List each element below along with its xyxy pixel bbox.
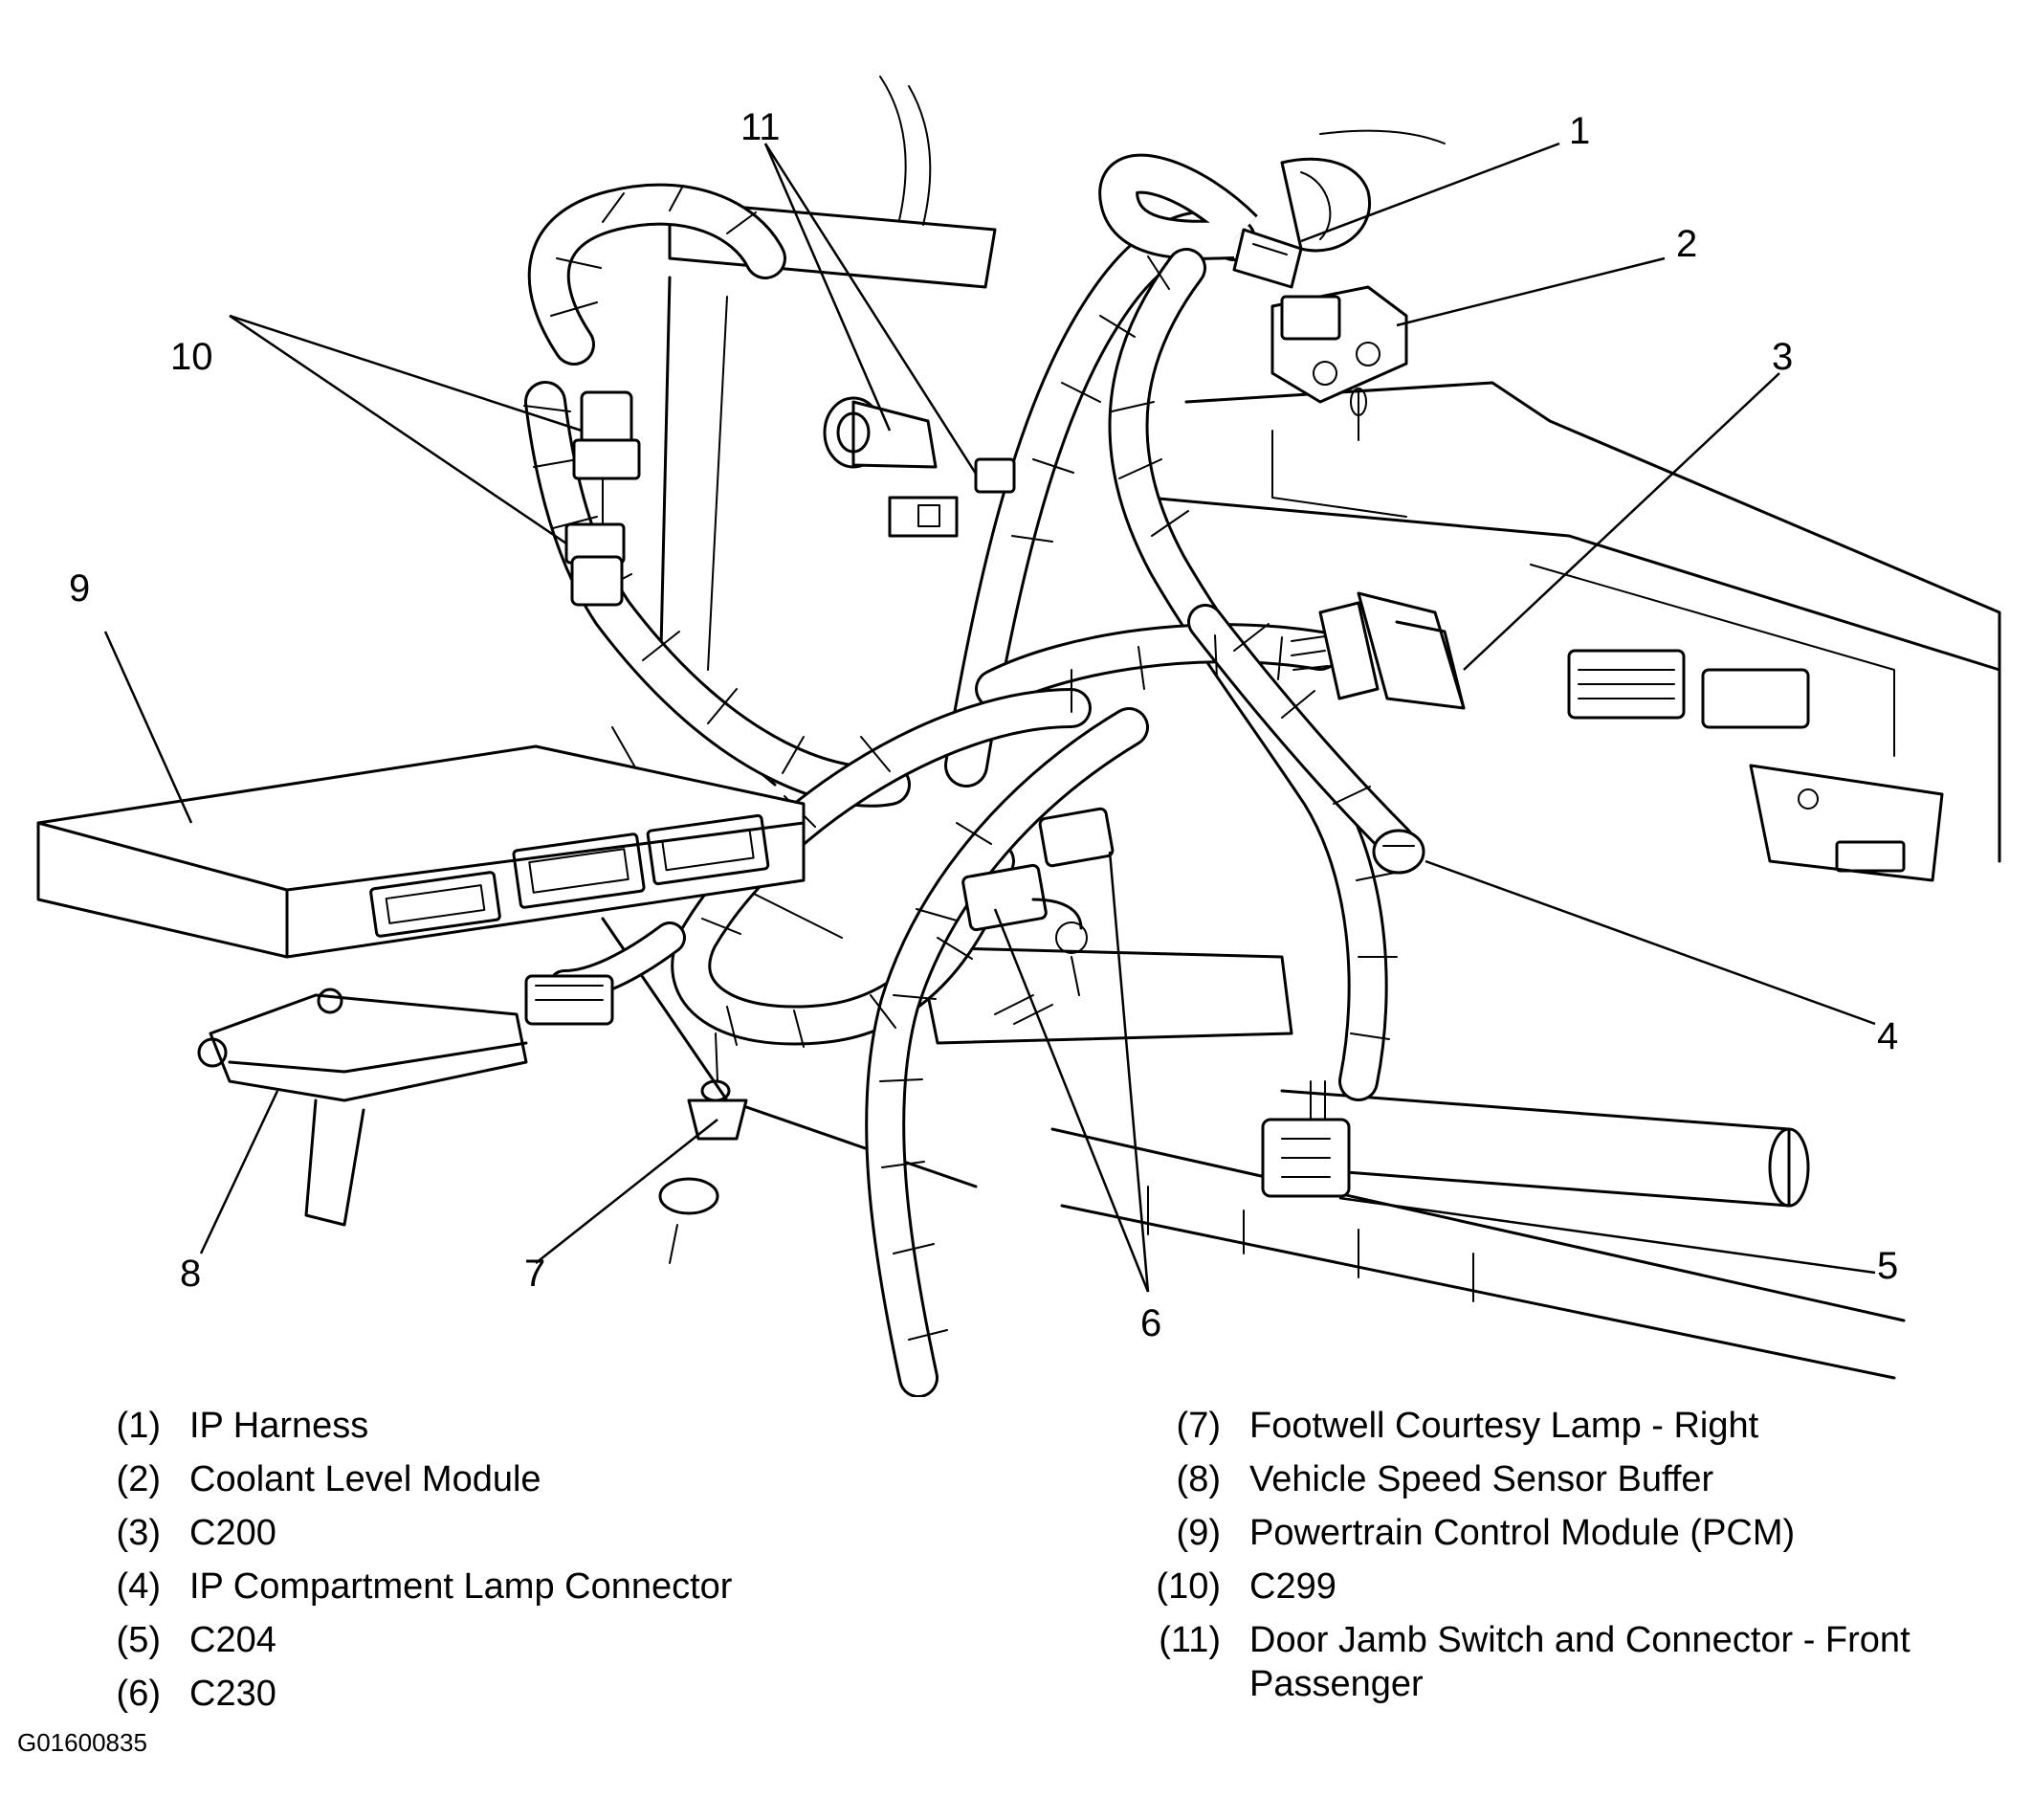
- callout-11: 11: [740, 106, 781, 148]
- legend-item: (11) Door Jamb Switch and Connector - Fr…: [1129, 1613, 1990, 1713]
- legend-number: (7): [1176, 1406, 1221, 1446]
- callout-8: 8: [180, 1253, 201, 1295]
- legend-item: (7) Footwell Courtesy Lamp - Right: [1129, 1399, 1990, 1453]
- legend-right-column: (7) Footwell Courtesy Lamp - Right (8) V…: [1129, 1399, 1990, 1713]
- legend-number: (10): [1156, 1566, 1221, 1607]
- c299-connector: [564, 390, 641, 607]
- c200-connector: [1291, 591, 1466, 710]
- callout-5: 5: [1877, 1245, 1898, 1287]
- ip-compartment-lamp-connector: [1372, 829, 1425, 875]
- callout-7: 7: [524, 1253, 545, 1295]
- wiring-harness: [523, 153, 1415, 1397]
- door-jamb-switch: [823, 396, 1016, 538]
- legend-number: (1): [116, 1406, 161, 1446]
- legend-label: Coolant Level Module: [189, 1459, 541, 1499]
- leader-lines: [103, 142, 1876, 1293]
- legend-item: (9) Powertrain Control Module (PCM): [1129, 1506, 1990, 1560]
- legend-item: (4) IP Compartment Lamp Connector: [77, 1560, 938, 1613]
- legend-item: (8) Vehicle Speed Sensor Buffer: [1129, 1453, 1990, 1506]
- legend-number: (3): [116, 1513, 161, 1553]
- legend-label: C204: [189, 1620, 276, 1660]
- callout-2: 2: [1676, 223, 1697, 265]
- legend-label: IP Compartment Lamp Connector: [189, 1566, 733, 1607]
- callout-3: 3: [1772, 336, 1793, 378]
- legend-label: C200: [189, 1513, 276, 1553]
- legend-number: (9): [1176, 1513, 1221, 1553]
- ip-harness-connector: [1232, 157, 1371, 289]
- legend-number: (4): [116, 1566, 161, 1607]
- legend-item: (2) Coolant Level Module: [77, 1453, 938, 1506]
- legend-label: Footwell Courtesy Lamp - Right: [1249, 1406, 1759, 1446]
- legend-number: (5): [116, 1620, 161, 1660]
- wiring-diagram: 1 2 3 4 5 6 7 8 9 10 11: [36, 76, 2001, 1397]
- vehicle-structure: [601, 76, 2001, 1380]
- callout-1: 1: [1569, 110, 1590, 152]
- legend-left-column: (1) IP Harness (2) Coolant Level Module …: [77, 1399, 938, 1720]
- legend-item: (3) C200: [77, 1506, 938, 1560]
- vss-buffer: [197, 974, 614, 1227]
- callouts: 1 2 3 4 5 6 7 8 9 10 11: [69, 106, 1898, 1344]
- legend-label: Vehicle Speed Sensor Buffer: [1249, 1459, 1714, 1499]
- callout-10: 10: [170, 336, 213, 378]
- legend-number: (6): [116, 1674, 161, 1714]
- legend-item: (5) C204: [77, 1613, 938, 1667]
- legend-label: C299: [1249, 1566, 1336, 1607]
- pcm-module: [36, 744, 806, 959]
- coolant-level-module: [1270, 285, 1408, 441]
- legend-label: Door Jamb Switch and Connector - Front P…: [1249, 1620, 1911, 1704]
- legend-item: (6) C230: [77, 1667, 938, 1720]
- legend-label: C230: [189, 1674, 276, 1714]
- legend-number: (11): [1159, 1620, 1221, 1660]
- legend-number: (8): [1176, 1459, 1221, 1499]
- callout-9: 9: [69, 567, 90, 610]
- legend-item: (10) C299: [1129, 1560, 1990, 1613]
- legend-number: (2): [116, 1459, 161, 1499]
- c230-connectors: [961, 807, 1115, 996]
- legend-label: Powertrain Control Module (PCM): [1249, 1513, 1796, 1553]
- callout-6: 6: [1140, 1302, 1161, 1344]
- figure-id: G01600835: [17, 1728, 147, 1757]
- legend-item: (1) IP Harness: [77, 1399, 938, 1453]
- c204-connector: [1261, 1080, 1351, 1198]
- callout-4: 4: [1877, 1015, 1898, 1057]
- legend-label: IP Harness: [189, 1406, 369, 1446]
